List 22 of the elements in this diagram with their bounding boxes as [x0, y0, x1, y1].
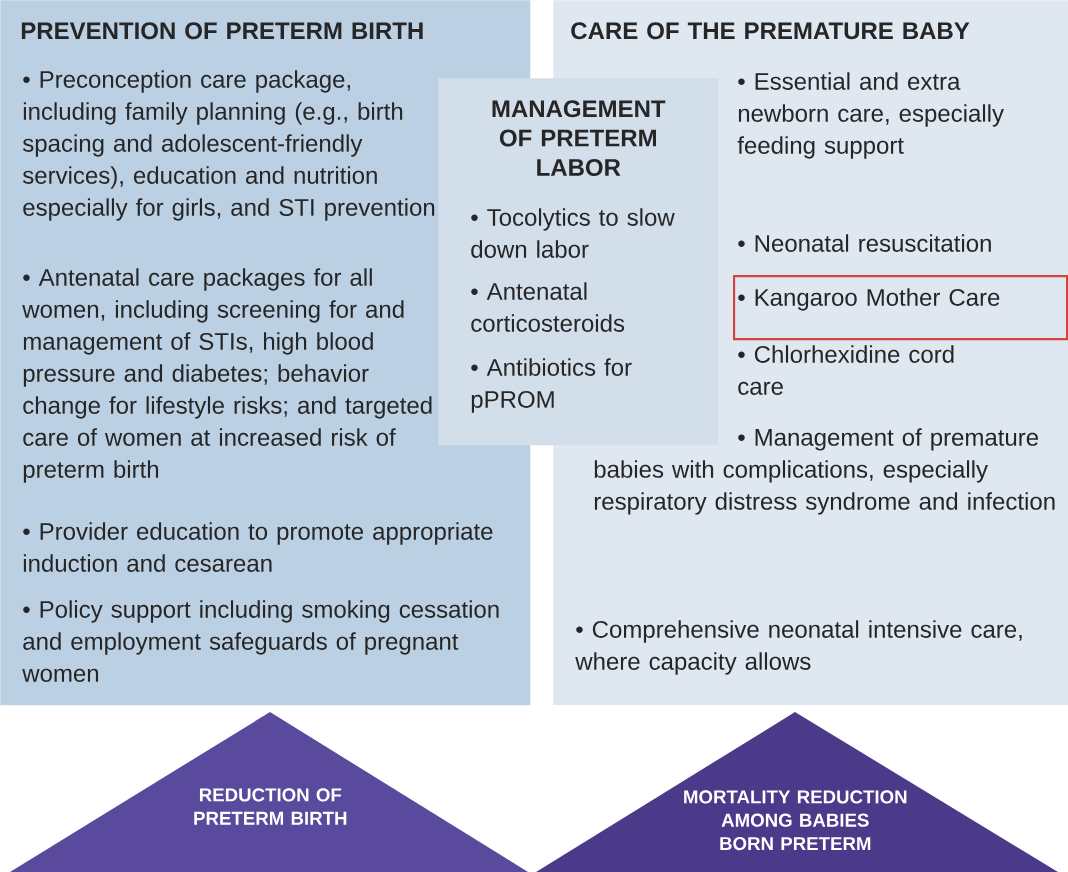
bullet-item: • Provider education to promote appropriate induction and cesarean: [23, 522, 493, 572]
bullet-item: • Management of premature babies with complications, especially respiratory distress syndrome and infection: [594, 428, 1055, 515]
triangle-banner: [536, 712, 1058, 872]
bullet-item: • Antenatal corticosteroids: [471, 282, 625, 332]
heading: REDUCTION OF PRETERM BIRTH: [194, 788, 347, 825]
heading: MORTALITY REDUCTION AMONG BABIES BORN PRETERM: [684, 790, 907, 851]
bullet-item: • Comprehensive neonatal intensive care, where capacity allows: [575, 620, 1022, 675]
panel: [438, 78, 719, 446]
heading: PREVENTION OF PRETERM BIRTH: [21, 22, 423, 40]
heading: CARE OF THE PREMATURE BABY: [571, 22, 970, 40]
bullet-item: • Preconception care package, including family planning (e.g., birth spacing and adolescent-friendly services), education and nutrition especially for girls, and STI prevention: [22, 70, 435, 221]
bullet-item: • Kangaroo Mother Care: [738, 288, 1000, 311]
bullet-item: • Tocolytics to slow down labor: [471, 208, 675, 258]
bullet-item: • Policy support including smoking cessation and employment safeguards of pregnant women: [22, 600, 499, 682]
bullet-item: • Antibiotics for pPROM: [471, 358, 632, 413]
heading: MANAGEMENT OF PRETERM LABOR: [492, 100, 666, 176]
highlight-box: [733, 275, 1068, 341]
bullet-item: • Antenatal care packages for all women, including screening for and management of STIs, high blood pressure and diabetes; behavior change for lifestyle risks; and targeted care of women at increased risk of preterm birth: [22, 268, 432, 483]
triangle-banner: [10, 712, 528, 872]
bullet-item: • Essential and extra newborn care, especially feeding support: [737, 72, 1004, 159]
bullet-item: • Neonatal resuscitation: [738, 234, 991, 252]
bullet-item: • Chlorhexidine cord care: [738, 345, 954, 395]
